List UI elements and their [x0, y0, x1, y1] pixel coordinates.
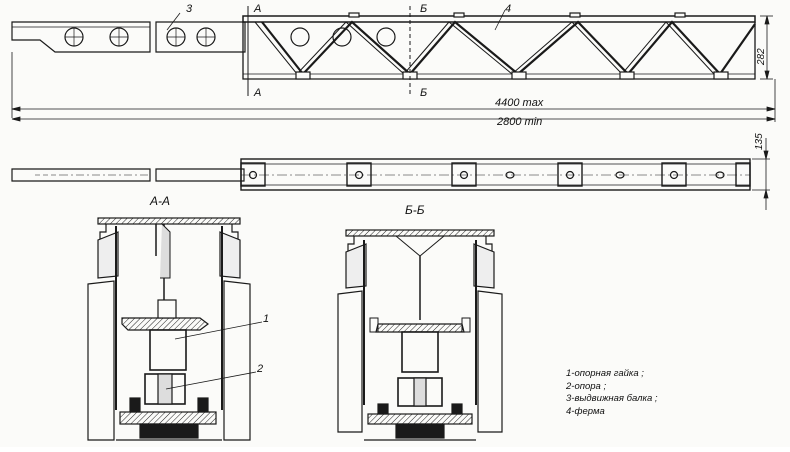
- plan-view: [11, 138, 770, 210]
- section-b-bottom: Б: [420, 87, 427, 99]
- legend-item-3: 3-выдвижная балка ;: [566, 393, 658, 404]
- legend-item-1: 1-опорная гайка ;: [566, 368, 644, 379]
- dimension-max-length: 4400 max: [495, 97, 544, 109]
- section-b-view: [337, 229, 503, 441]
- dimension-min-length: 2800 min: [496, 116, 542, 128]
- callout-1: 1: [263, 313, 269, 325]
- legend-item-2: 2-опора ;: [566, 380, 607, 392]
- section-b-title: Б-Б: [405, 203, 425, 217]
- callout-3: 3: [186, 3, 193, 15]
- dimension-lines: [11, 15, 776, 122]
- section-a-view: [87, 217, 263, 441]
- section-a-bottom: А: [253, 87, 261, 99]
- section-b-top: Б: [420, 3, 427, 15]
- callout-3-leader: [166, 12, 181, 31]
- section-a-top: А: [253, 3, 261, 15]
- extendable-beam-elevation: [11, 21, 246, 53]
- callout-2: 2: [256, 363, 263, 375]
- dimension-beam-width: 135: [754, 133, 765, 150]
- section-marks: [247, 6, 411, 96]
- truss-elevation: [242, 12, 756, 80]
- section-a-title: А-А: [149, 194, 170, 208]
- legend-item-4: 4-ферма: [566, 405, 605, 417]
- callout-4-leader: [494, 9, 506, 31]
- dimension-truss-height: 282: [756, 48, 767, 66]
- legend: 1-опорная гайка ; 2-опора ; 3-выдвижная …: [566, 368, 658, 418]
- side-elevation-view: [11, 6, 776, 122]
- callout-4: 4: [505, 3, 511, 15]
